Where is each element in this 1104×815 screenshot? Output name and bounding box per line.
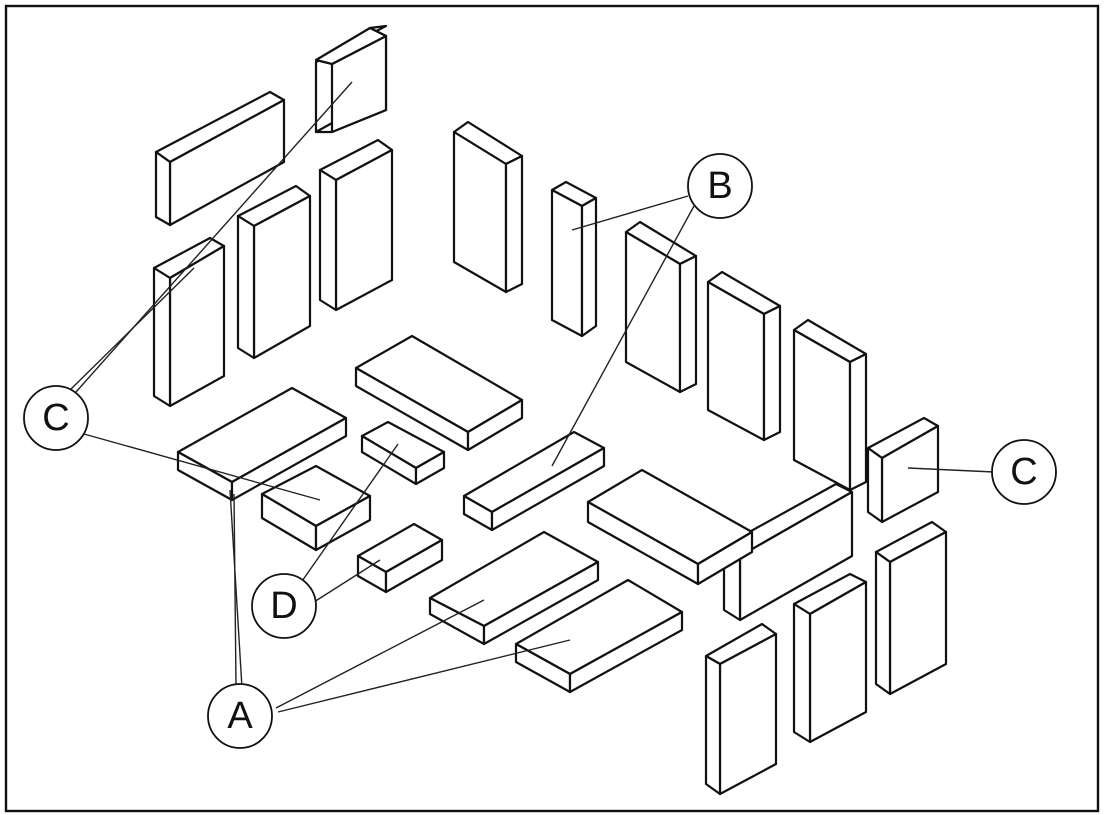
brick-upright-left-2 bbox=[236, 184, 312, 360]
brick-upright-right-2 bbox=[706, 270, 782, 442]
brick-upright-wide-right bbox=[722, 482, 854, 622]
callout-d-label: D bbox=[270, 585, 297, 627]
leader-c-left-flat bbox=[83, 433, 321, 501]
brick-a-flat-center-2 bbox=[514, 578, 684, 694]
leader-d-upper bbox=[299, 443, 399, 585]
brick-flat-center-right bbox=[586, 468, 754, 586]
brick-b-upright bbox=[550, 180, 598, 338]
callout-d: D bbox=[251, 573, 317, 639]
leader-c-right bbox=[907, 467, 995, 473]
leader-d-lower bbox=[313, 559, 381, 603]
brick-a-flat-left bbox=[176, 386, 348, 502]
leader-b-flat bbox=[551, 205, 695, 467]
brick-d-flat-lower bbox=[356, 522, 444, 594]
diagram-frame bbox=[4, 4, 1100, 813]
brick-upright-bottom-2 bbox=[792, 572, 868, 744]
callout-a-label: A bbox=[227, 695, 253, 737]
leader-a-left-1 bbox=[229, 489, 243, 689]
brick-upright-left-3 bbox=[318, 138, 394, 312]
callout-a: A bbox=[207, 683, 273, 749]
brick-upright-bottom-3 bbox=[704, 622, 778, 796]
callout-c-right: C bbox=[991, 439, 1057, 505]
brick-upright-long-left bbox=[154, 90, 286, 227]
callout-c-left-label: C bbox=[42, 397, 69, 439]
callout-c-right-label: C bbox=[1010, 451, 1037, 493]
leader-a-center-2 bbox=[277, 639, 571, 713]
brick-upright-right-3 bbox=[792, 318, 868, 492]
brick-c-right bbox=[866, 416, 940, 524]
callout-b-label: B bbox=[707, 165, 732, 207]
callout-b: B bbox=[687, 153, 753, 219]
brick-d-flat-upper bbox=[360, 420, 446, 486]
leader-a-center-1 bbox=[275, 599, 485, 709]
brick-upright-right-1 bbox=[624, 220, 698, 394]
callout-c-left: C bbox=[23, 385, 89, 451]
brick-b-flat bbox=[462, 430, 606, 532]
leader-b-upright bbox=[571, 195, 689, 231]
leader-a-left-2 bbox=[233, 493, 237, 687]
leader-c-left-upright bbox=[69, 267, 195, 391]
brick-flat-top-center bbox=[354, 334, 524, 452]
brick-upright-bottom-1 bbox=[874, 520, 948, 696]
leader-lines bbox=[69, 81, 995, 713]
brick-c-left-upright bbox=[152, 236, 226, 408]
brick-c-top bbox=[314, 24, 388, 134]
brick-a-flat-center-1 bbox=[428, 530, 600, 646]
brick-upright-center bbox=[452, 120, 524, 294]
leader-c-left-top bbox=[75, 81, 353, 393]
